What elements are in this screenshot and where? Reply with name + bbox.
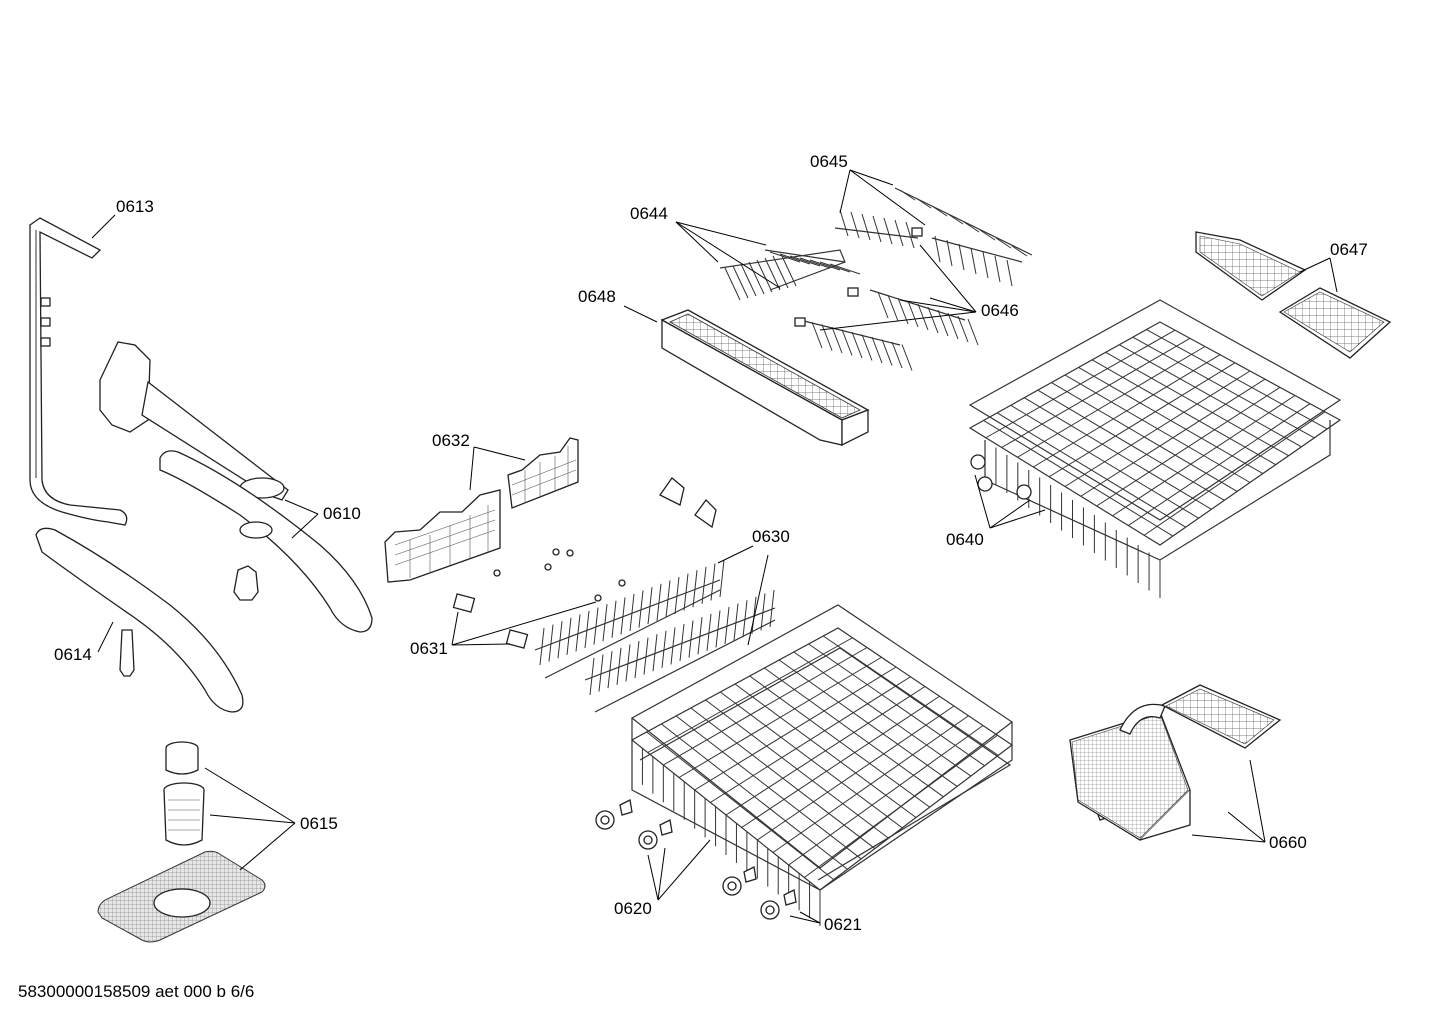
part-0610-upper-spray-arm[interactable] [159,450,373,633]
callout-0644: 0644 [630,204,668,223]
callout-0620: 0620 [614,899,652,918]
part-0614-lower-spray-arm[interactable] [35,527,244,713]
callout-0613: 0613 [116,197,154,216]
callout-0646: 0646 [981,301,1019,320]
callout-0632: 0632 [432,431,470,450]
part-0631-clips[interactable] [452,477,717,649]
callout-0615: 0615 [300,814,338,833]
callout-0640: 0640 [946,530,984,549]
callout-0621: 0621 [824,915,862,934]
part-0644-tine-rack[interactable] [719,249,861,301]
part-0621-wheel-axles[interactable] [619,799,797,906]
callout-0610: 0610 [323,504,361,523]
part-0630-tine-rows[interactable] [534,559,776,713]
callout-0630: 0630 [752,527,790,546]
callout-0614: 0614 [54,645,92,664]
part-0613-supply-pipe[interactable] [29,217,128,526]
part-0660-cutlery-basket[interactable] [1069,684,1282,841]
part-0640-upper-basket[interactable] [968,299,1342,598]
part-0645-tine-racks[interactable] [834,187,1033,287]
callout-0648: 0648 [578,287,616,306]
callout-0647: 0647 [1330,240,1368,259]
callout-0660: 0660 [1269,833,1307,852]
part-0620-wheels[interactable] [595,810,780,920]
leader-lines [91,169,1338,924]
callout-0645: 0645 [810,152,848,171]
part-0646-tine-racks[interactable] [794,227,979,371]
callout-0631: 0631 [410,639,448,658]
part-0632-rack-inserts[interactable] [384,437,579,583]
part-0620-lower-basket[interactable] [630,604,1014,926]
part-0648-cutlery-tray[interactable] [660,309,870,447]
part-0615-filter[interactable] [97,741,266,943]
drawing-id: 58300000158509 aet 000 b 6/6 [18,982,255,1001]
part-0647-tine-inserts[interactable] [1195,231,1392,359]
